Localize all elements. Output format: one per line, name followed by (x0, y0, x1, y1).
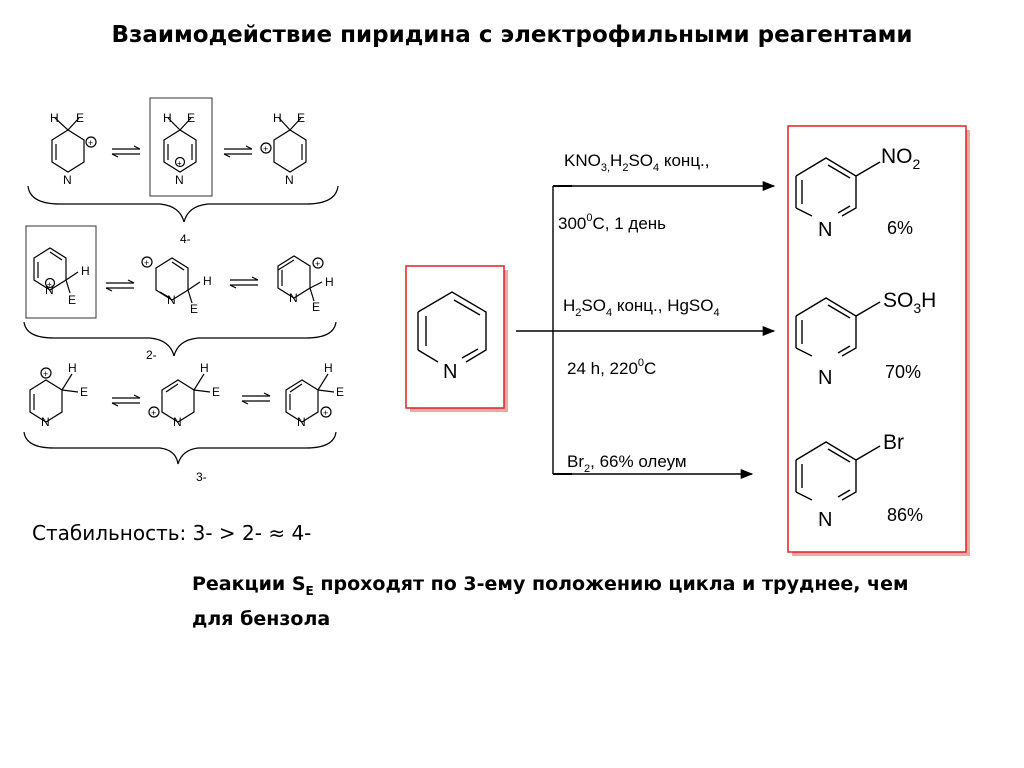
conditions-sulfonation: 24 h, 2200C (567, 357, 656, 378)
svg-text:N: N (63, 173, 72, 187)
svg-text:N: N (173, 415, 182, 429)
yield-bromo: 86% (887, 505, 923, 525)
sigma-complex-4b (163, 117, 197, 173)
substituent-bromo: Br (883, 431, 904, 454)
label-3: 3- (196, 470, 207, 484)
label-4: 4- (180, 232, 191, 246)
svg-text:N: N (443, 361, 457, 383)
reagents-nitration: KNO3,H2SO4 конц., (564, 151, 710, 174)
svg-text:E: E (76, 111, 84, 125)
svg-text:N: N (289, 291, 298, 305)
conditions: KNO3,H2SO4 конц., 3000С, 1 день H2SO4 ко… (558, 151, 720, 475)
svg-text:H: H (324, 361, 333, 375)
svg-text:+: + (315, 259, 320, 269)
highlight-frame-4 (149, 97, 213, 197)
svg-text:E: E (336, 385, 344, 399)
svg-text:H: H (203, 274, 212, 288)
sigma-complex-3b (148, 373, 211, 423)
pyridine-reactant: N (405, 265, 508, 412)
svg-text:H: H (273, 111, 282, 125)
brace-4 (27, 185, 339, 223)
svg-text:N: N (297, 415, 306, 429)
svg-text:N: N (41, 415, 50, 429)
svg-text:E: E (297, 111, 305, 125)
product-nitro (795, 157, 881, 217)
conditions-nitration: 3000С, 1 день (558, 212, 666, 233)
reagents-sulfonation: H2SO4 конц., HgSO4 (563, 296, 720, 319)
product-labels: N NO2 6% N SO3H 70% N Br 86% (818, 145, 936, 531)
svg-text:H: H (325, 275, 334, 289)
svg-text:E: E (187, 111, 195, 125)
svg-text:H: H (68, 361, 77, 375)
svg-text:H: H (81, 264, 90, 278)
yield-nitro: 6% (887, 218, 913, 238)
svg-text:+: + (151, 408, 156, 418)
svg-text:+: + (47, 280, 52, 289)
svg-text:N: N (167, 293, 176, 307)
sigma-complex-2b (141, 256, 201, 304)
svg-text:E: E (68, 293, 76, 307)
product-sulfo (795, 297, 881, 357)
intermediates-panel (23, 97, 339, 465)
highlight-frame-2 (25, 225, 97, 319)
svg-text:+: + (177, 159, 182, 168)
products-panel (787, 125, 970, 556)
svg-text:+: + (323, 408, 328, 418)
svg-text:N: N (818, 219, 832, 241)
svg-text:N: N (175, 173, 184, 187)
sigma-complex-2c (277, 255, 324, 302)
svg-text:+: + (263, 144, 268, 154)
svg-text:E: E (80, 385, 88, 399)
svg-text:+: + (88, 138, 93, 148)
product-rings (795, 157, 881, 501)
reagents-bromination: Br2, 66% олеум (567, 452, 687, 475)
stability-note: Стабильность: 3- > 2- ≈ 4- (32, 521, 312, 545)
brace-3 (23, 431, 337, 465)
sigma-complex-2a (33, 247, 79, 294)
label-2: 2- (146, 348, 157, 362)
sigma-complex-4a (51, 117, 97, 173)
substituent-nitro: NO2 (881, 145, 921, 172)
product-bromo (795, 441, 881, 501)
svg-text:N: N (818, 509, 832, 531)
page-title: Взаимодействие пиридина с электрофильным… (111, 22, 913, 48)
yield-sulfo: 70% (885, 362, 921, 382)
sigma-complex-4c (260, 117, 307, 173)
svg-text:+: + (144, 258, 149, 268)
svg-text:N: N (45, 283, 54, 297)
svg-text:N: N (818, 367, 832, 389)
substituent-sulfo: SO3H (883, 289, 936, 316)
reaction-arrows (516, 180, 776, 480)
svg-text:N: N (285, 173, 294, 187)
svg-text:E: E (312, 300, 320, 314)
svg-text:E: E (212, 385, 220, 399)
svg-text:H: H (200, 361, 209, 375)
svg-text:+: + (43, 369, 48, 379)
brace-2 (23, 321, 337, 357)
conclusion-note: Реакции SE проходят по 3-ему положению ц… (192, 573, 909, 630)
svg-text:E: E (190, 302, 198, 316)
sigma-complex-3a (29, 367, 79, 423)
svg-text:H: H (50, 111, 59, 125)
svg-text:H: H (163, 111, 172, 125)
sigma-complex-3c (285, 373, 335, 423)
